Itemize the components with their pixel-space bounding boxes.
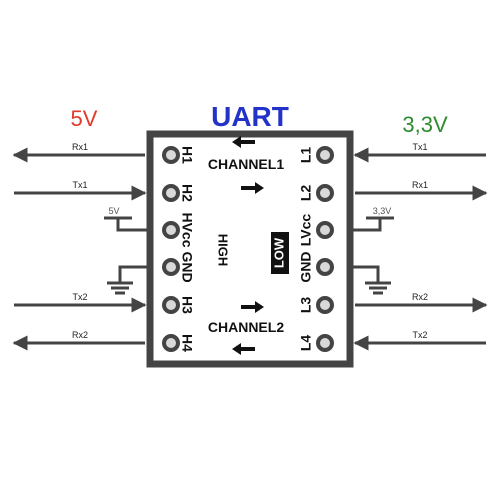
pin-label-h4: H4 xyxy=(179,334,195,352)
left-signal-rx1: Rx1 xyxy=(72,142,88,152)
channel2-label: CHANNEL2 xyxy=(208,319,284,335)
right-signal-rx1: Rx1 xyxy=(412,180,428,190)
pin-hvcc xyxy=(162,221,180,239)
pin-l3 xyxy=(316,296,334,314)
left-pin-header xyxy=(162,146,180,352)
pin-h4 xyxy=(162,334,180,352)
voltage-5v-label: 5V xyxy=(71,106,98,131)
right-supply-label: 3,3V xyxy=(373,206,392,216)
pin-label-gnd-high: GND xyxy=(179,251,195,282)
pin-label-hvcc: HVcc xyxy=(179,212,195,247)
left-supply-label: 5V xyxy=(108,206,119,216)
pin-label-lvcc: LVcc xyxy=(298,214,314,247)
right-pin-header xyxy=(316,146,334,352)
pin-gnd-low xyxy=(316,258,334,276)
left-signal-tx1: Tx1 xyxy=(72,180,87,190)
pin-label-l3: L3 xyxy=(298,297,314,314)
left-signal-rx2: Rx2 xyxy=(72,330,88,340)
left-signal-wires xyxy=(12,147,147,351)
channel-direction-arrows xyxy=(232,136,264,355)
right-signal-wires xyxy=(353,147,488,351)
right-signal-tx1: Tx1 xyxy=(412,142,427,152)
pin-label-h3: H3 xyxy=(179,296,195,314)
right-signal-tx2: Tx2 xyxy=(412,330,427,340)
right-signal-rx2: Rx2 xyxy=(412,292,428,302)
channel2-rx-arrow xyxy=(232,343,255,355)
pin-label-h1: H1 xyxy=(179,146,195,164)
low-side-label: LOW xyxy=(271,237,286,268)
pin-label-l1: L1 xyxy=(298,147,314,164)
channel1-label: CHANNEL1 xyxy=(208,156,284,172)
pin-gnd-high xyxy=(162,258,180,276)
pin-lvcc xyxy=(316,221,334,239)
pin-label-gnd-low: GND xyxy=(298,251,314,282)
pin-h3 xyxy=(162,296,180,314)
level-shifter-board xyxy=(146,130,354,368)
left-supply-wire xyxy=(104,216,150,232)
title: UART xyxy=(211,101,289,132)
pin-l2 xyxy=(316,184,334,202)
channel2-tx-arrow xyxy=(241,301,264,313)
high-side-label: HIGH xyxy=(216,234,231,267)
right-ground-symbol xyxy=(350,265,391,295)
pin-l1 xyxy=(316,146,334,164)
right-supply-wire xyxy=(350,216,394,232)
channel1-tx-arrow xyxy=(241,182,264,194)
channel1-rx-arrow xyxy=(232,136,255,148)
voltage-33v-label: 3,3V xyxy=(402,112,448,137)
low-side-badge xyxy=(271,232,289,274)
pin-label-l4: L4 xyxy=(298,335,314,352)
left-signal-tx2: Tx2 xyxy=(72,292,87,302)
pin-label-l2: L2 xyxy=(298,185,314,202)
pin-label-h2: H2 xyxy=(179,184,195,202)
pin-l4 xyxy=(316,334,334,352)
left-ground-symbol xyxy=(107,265,150,295)
pin-h2 xyxy=(162,184,180,202)
pin-h1 xyxy=(162,146,180,164)
